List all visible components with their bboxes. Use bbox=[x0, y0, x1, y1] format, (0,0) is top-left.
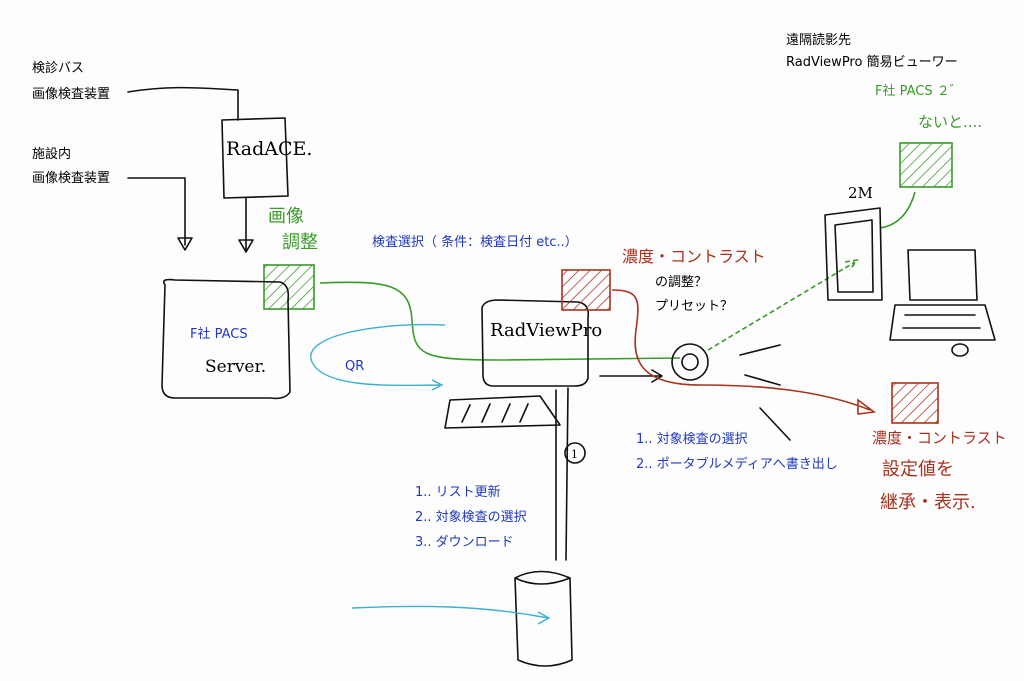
contrast-question-line3: プリセット？ bbox=[655, 299, 733, 314]
green-remote-arrow bbox=[707, 258, 859, 351]
radace-box bbox=[221, 117, 289, 199]
remote-title: 遠隔読影先 bbox=[786, 32, 851, 48]
inherit-line3: 継承・表示. bbox=[880, 492, 976, 513]
download-arrow bbox=[351, 605, 551, 625]
media-step-1: 1.. 対象検査の選択 bbox=[636, 432, 748, 447]
green-flow-line bbox=[319, 281, 681, 361]
facility-device: 画像検査装置 bbox=[32, 171, 110, 186]
disc-icon bbox=[564, 442, 586, 464]
bus-title: 検診バス bbox=[32, 60, 84, 76]
inherit-line1: 濃度・コントラスト bbox=[872, 429, 1007, 447]
bus-device: 画像検査装置 bbox=[32, 87, 110, 102]
remote-image-icon bbox=[899, 142, 953, 188]
bus-arrow bbox=[127, 86, 239, 121]
portable-media-hub-icon bbox=[681, 353, 699, 371]
contrast-question-line2: の調整？ bbox=[655, 275, 707, 290]
remote-note1: F社 PACS ２ﾞ bbox=[875, 83, 956, 99]
mouse-icon bbox=[951, 343, 969, 357]
distribution-arrows bbox=[739, 344, 791, 441]
monitor-label: 2M bbox=[848, 184, 873, 202]
inherited-image-icon bbox=[891, 382, 939, 424]
radace-label: RadACE. bbox=[226, 138, 312, 160]
radace-arrow bbox=[238, 197, 254, 253]
remote-green-arrow bbox=[879, 191, 916, 229]
radviewpro-box bbox=[481, 299, 590, 387]
facility-arrow bbox=[127, 177, 193, 251]
monitor-2m-icon bbox=[824, 207, 883, 301]
red-inherit-arrow bbox=[611, 289, 877, 415]
remote-note2: ないと.... bbox=[918, 113, 982, 131]
radviewpro-stand bbox=[555, 387, 569, 561]
contrast-image-icon bbox=[561, 269, 611, 311]
facility-title: 施設内 bbox=[32, 146, 71, 162]
download-step-1: 1.. リスト更新 bbox=[415, 484, 501, 500]
portable-media-icon bbox=[671, 343, 709, 381]
download-step-2: 2.. 対象検査の選択 bbox=[415, 510, 527, 525]
image-adjust-line1: 画像 bbox=[268, 206, 304, 227]
qr-arrow bbox=[310, 323, 446, 391]
keyboard-icon bbox=[444, 395, 561, 429]
disc-label: 1 bbox=[571, 448, 578, 461]
media-step-2: 2.. ポータブルメディアへ書き出し bbox=[636, 456, 838, 472]
inherit-line2: 設定値を bbox=[882, 459, 954, 480]
local-storage-icon bbox=[514, 570, 573, 667]
pacs-server-box bbox=[161, 278, 291, 400]
exam-select-label: 検査選択（ 条件：検査日付 etc..） bbox=[372, 234, 578, 250]
contrast-question-line1: 濃度・コントラスト bbox=[622, 247, 766, 266]
pacs-server-line1: F社 PACS bbox=[190, 326, 248, 342]
image-adjust-line2: 調整 bbox=[282, 232, 318, 253]
qr-label: QR bbox=[345, 359, 364, 374]
workstation-icon bbox=[889, 249, 996, 341]
pacs-server-line2: Server. bbox=[205, 357, 266, 377]
remote-viewer: RadViewPro 簡易ビューワー bbox=[786, 55, 958, 70]
to-media-arrow bbox=[599, 369, 663, 383]
radviewpro-label: RadViewPro bbox=[490, 320, 602, 341]
adjusted-image-icon bbox=[263, 264, 315, 310]
download-step-3: 3.. ダウンロード bbox=[415, 535, 514, 550]
